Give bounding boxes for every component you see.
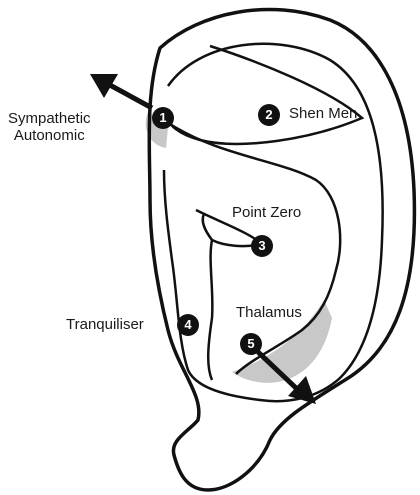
point-marker-3: 3	[251, 235, 273, 257]
point-marker-5: 5	[240, 333, 262, 355]
point-marker-4: 4	[177, 314, 199, 336]
sympathetic-arrow-shaft	[108, 84, 152, 108]
label-sympathetic-line1: Sympathetic	[8, 110, 91, 127]
label-thalamus: Thalamus	[236, 304, 302, 321]
label-shen-men: Shen Men	[289, 105, 357, 122]
outer-helix	[149, 9, 414, 490]
point-marker-2: 2	[258, 104, 280, 126]
label-tranquiliser: Tranquiliser	[66, 316, 144, 333]
label-sympathetic-line2: Autonomic	[8, 127, 91, 144]
point-marker-1: 1	[152, 107, 174, 129]
label-point-zero: Point Zero	[232, 204, 301, 221]
label-sympathetic-autonomic: Sympathetic Autonomic	[8, 110, 91, 144]
